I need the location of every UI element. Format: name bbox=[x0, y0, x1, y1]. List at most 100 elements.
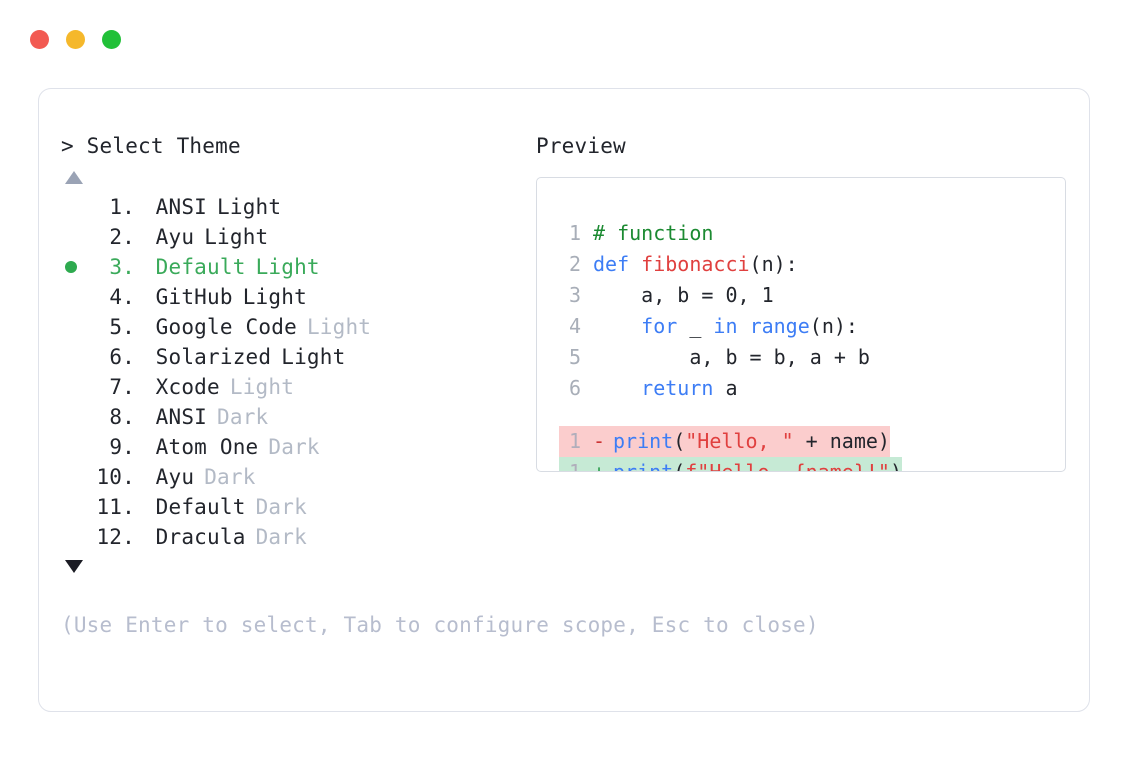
theme-item-variant: Light bbox=[204, 225, 269, 249]
theme-item-name: Xcode bbox=[155, 375, 220, 399]
theme-list-item[interactable]: 9. Atom One Dark bbox=[61, 432, 531, 462]
theme-item-name: Atom One bbox=[155, 435, 259, 459]
theme-item-name: ANSI bbox=[155, 405, 208, 429]
theme-item-index: 7. bbox=[109, 375, 135, 399]
theme-item-name: ANSI bbox=[155, 195, 208, 219]
theme-item-index: 9. bbox=[109, 435, 135, 459]
theme-item-index: 11. bbox=[96, 495, 135, 519]
theme-item-index: 3. bbox=[109, 255, 135, 279]
keyboard-hint: (Use Enter to select, Tab to configure s… bbox=[61, 613, 819, 637]
theme-list-item[interactable]: 11. Default Dark bbox=[61, 492, 531, 522]
code-line: 5 a, b = b, a + b bbox=[559, 342, 870, 373]
theme-item-variant: Dark bbox=[204, 465, 256, 489]
diff-line-text: print("Hello, " + name) bbox=[613, 426, 890, 457]
theme-item-separator bbox=[135, 192, 156, 222]
theme-item-index: 10. bbox=[96, 465, 135, 489]
code-token-plain bbox=[738, 314, 750, 338]
code-token-plain: a, b = 0, 1 bbox=[593, 283, 774, 307]
code-line: 2 def fibonacci(n): bbox=[559, 249, 870, 280]
theme-item-variant: Light bbox=[281, 345, 346, 369]
theme-item-separator bbox=[135, 402, 156, 432]
code-token-builtin: print bbox=[613, 460, 674, 472]
scroll-down-arrow-icon[interactable] bbox=[65, 560, 83, 573]
selection-bullet-cell bbox=[61, 261, 91, 273]
preview-column: Preview bbox=[536, 131, 1066, 161]
close-window-button[interactable] bbox=[30, 30, 49, 49]
theme-item-index: 1. bbox=[109, 195, 135, 219]
theme-item-variant: Light bbox=[306, 315, 372, 339]
code-token-fn: fibonacci bbox=[641, 252, 750, 276]
code-token-plain bbox=[593, 376, 641, 400]
diff-line-text: print(f"Hello, {name}!") bbox=[613, 457, 903, 472]
diff-line-added: 1+print(f"Hello, {name}!") bbox=[559, 457, 903, 472]
code-line-text: a, b = 0, 1 bbox=[593, 280, 774, 311]
theme-item-separator bbox=[135, 342, 156, 372]
code-line-number: 1 bbox=[568, 221, 581, 245]
theme-list-item[interactable]: 8. ANSI Dark bbox=[61, 402, 531, 432]
theme-list-item[interactable]: 10. Ayu Dark bbox=[61, 462, 531, 492]
theme-item-separator bbox=[135, 252, 156, 282]
code-line: 1 # function bbox=[559, 218, 870, 249]
theme-item-variant: Dark bbox=[268, 435, 320, 459]
code-line-text: def fibonacci(n): bbox=[593, 249, 798, 280]
theme-item-variant: Dark bbox=[255, 495, 307, 519]
code-line-text: return a bbox=[593, 373, 737, 404]
code-token-plain: a, b = b, a + b bbox=[593, 345, 870, 369]
code-line: 3 a, b = 0, 1 bbox=[559, 280, 870, 311]
theme-item-name: GitHub bbox=[155, 285, 233, 309]
code-token-plain: (n): bbox=[809, 314, 858, 338]
theme-list-item[interactable]: 2. Ayu Light bbox=[61, 222, 531, 252]
code-line: 4 for _ in range(n): bbox=[559, 311, 870, 342]
preview-heading: Preview bbox=[536, 134, 626, 158]
theme-item-index: 12. bbox=[96, 525, 135, 549]
code-token-kw: def bbox=[593, 252, 642, 276]
code-token-plain: + name) bbox=[793, 429, 890, 453]
code-line-number: 4 bbox=[568, 314, 581, 338]
code-line-number: 5 bbox=[568, 345, 581, 369]
diff-minus-sign: - bbox=[593, 429, 606, 453]
code-token-kw: return bbox=[641, 376, 714, 400]
code-line-number: 2 bbox=[568, 252, 581, 276]
code-token-plain bbox=[593, 314, 641, 338]
theme-item-index: 2. bbox=[109, 225, 135, 249]
diff-plus-sign: + bbox=[593, 460, 606, 472]
code-token-comment: # function bbox=[593, 221, 714, 245]
code-token-plain: ) bbox=[889, 460, 903, 472]
theme-item-separator bbox=[135, 462, 156, 492]
theme-item-variant: Light bbox=[229, 375, 295, 399]
theme-item-name: Default bbox=[155, 495, 246, 519]
theme-item-name: Ayu bbox=[155, 465, 195, 489]
code-token-builtin: print bbox=[613, 429, 674, 453]
scroll-up-arrow-icon[interactable] bbox=[65, 171, 83, 184]
maximize-window-button[interactable] bbox=[102, 30, 121, 49]
prompt-heading: > Select Theme bbox=[61, 134, 241, 158]
code-token-plain: ( bbox=[673, 460, 686, 472]
theme-item-name: Ayu bbox=[155, 225, 195, 249]
code-token-builtin: range bbox=[749, 314, 810, 338]
code-token-plain: ( bbox=[673, 429, 686, 453]
theme-item-name: Dracula bbox=[155, 525, 246, 549]
theme-item-separator bbox=[135, 312, 156, 342]
theme-list-item[interactable]: 7. Xcode Light bbox=[61, 372, 531, 402]
minimize-window-button[interactable] bbox=[66, 30, 85, 49]
code-token-kw: in bbox=[713, 314, 738, 338]
theme-item-separator bbox=[135, 372, 156, 402]
theme-item-index: 4. bbox=[109, 285, 135, 309]
theme-item-variant: Dark bbox=[217, 405, 269, 429]
theme-item-index: 8. bbox=[109, 405, 135, 429]
code-line-text: a, b = b, a + b bbox=[593, 342, 870, 373]
code-line-text: for _ in range(n): bbox=[593, 311, 858, 342]
code-token-plain: _ bbox=[677, 314, 714, 338]
code-token-str: f"Hello, {name}!" bbox=[685, 460, 890, 472]
theme-item-name: Default bbox=[155, 255, 246, 279]
